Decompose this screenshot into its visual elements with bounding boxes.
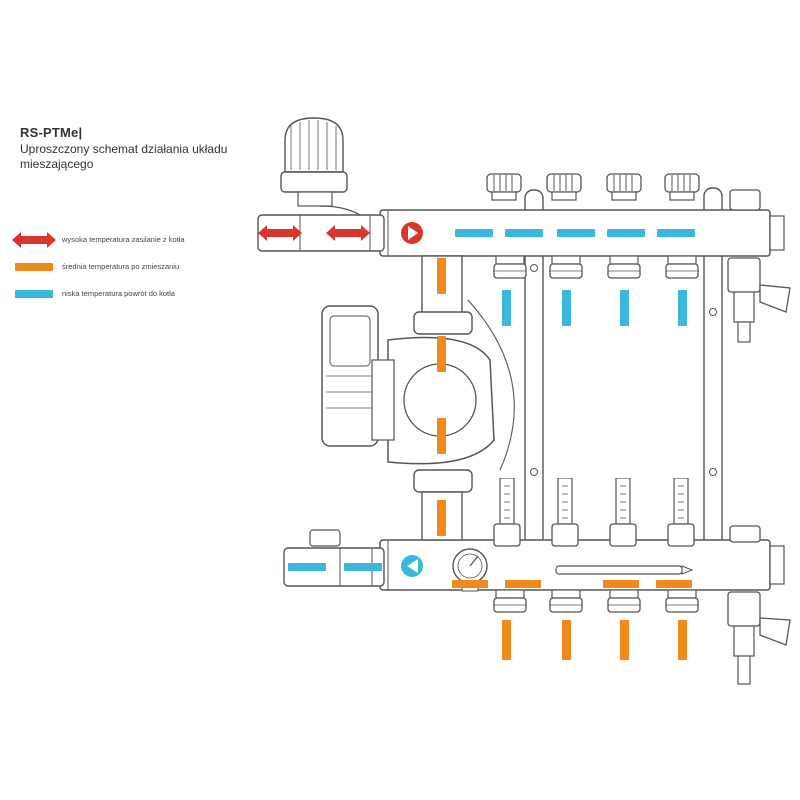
drain-valve-top <box>727 257 791 343</box>
return-outlet-3 <box>607 590 641 613</box>
capillary-line <box>467 299 515 471</box>
air-vent-top <box>729 189 761 211</box>
legend-item-mixed-temperature: średnia temperatura po zmieszaniu <box>12 253 185 280</box>
flowmeter-2 <box>551 478 579 547</box>
header: RS-PTMe| Uproszczony schemat działania u… <box>20 125 270 172</box>
double-arrow-icon-hot <box>12 231 56 248</box>
return-outlet-1 <box>493 590 527 613</box>
supply-outlet-3 <box>607 256 641 279</box>
legend-label: niska temperatura powrót do kotła <box>62 289 175 298</box>
return-outlet-4 <box>665 590 699 613</box>
valve-cap-2 <box>546 173 582 201</box>
valve-cap-4 <box>664 173 700 201</box>
drain-valve-bottom <box>727 591 791 685</box>
air-vent-bottom <box>729 525 761 543</box>
return-ball-valve <box>283 529 385 587</box>
mixed-flow-arrows <box>437 258 692 660</box>
legend-label: wysoka temperatura zasilanie z kotła <box>62 235 185 244</box>
legend-item-low-temperature: niska temperatura powrót do kotła <box>12 280 185 307</box>
bar-icon-mixed <box>15 262 53 271</box>
cold-flow-arrows <box>288 229 695 577</box>
bar-icon-cold <box>15 289 53 298</box>
valve-cap-3 <box>606 173 642 201</box>
supply-outlet-1 <box>493 256 527 279</box>
thermometer-gauge <box>452 548 488 592</box>
supply-outlet-2 <box>549 256 583 279</box>
legend: wysoka temperatura zasilanie z kotła śre… <box>12 226 185 307</box>
flowmeter-1 <box>493 478 521 547</box>
diagram-title: RS-PTMe| <box>20 125 83 140</box>
thermostatic-head <box>280 117 348 207</box>
mixing-valve <box>257 205 385 252</box>
return-outlet-2 <box>549 590 583 613</box>
temperature-probe <box>555 565 694 575</box>
supply-outlet-4 <box>665 256 699 279</box>
flowmeter-4 <box>667 478 695 547</box>
hot-flow-arrows <box>258 222 423 244</box>
flowmeter-3 <box>609 478 637 547</box>
legend-item-high-temperature: wysoka temperatura zasilanie z kotła <box>12 226 185 253</box>
legend-label: średnia temperatura po zmieszaniu <box>62 262 180 271</box>
diagram-subtitle: Uproszczony schemat działania układu mie… <box>20 142 228 171</box>
return-manifold <box>379 539 785 591</box>
valve-cap-1 <box>486 173 522 201</box>
